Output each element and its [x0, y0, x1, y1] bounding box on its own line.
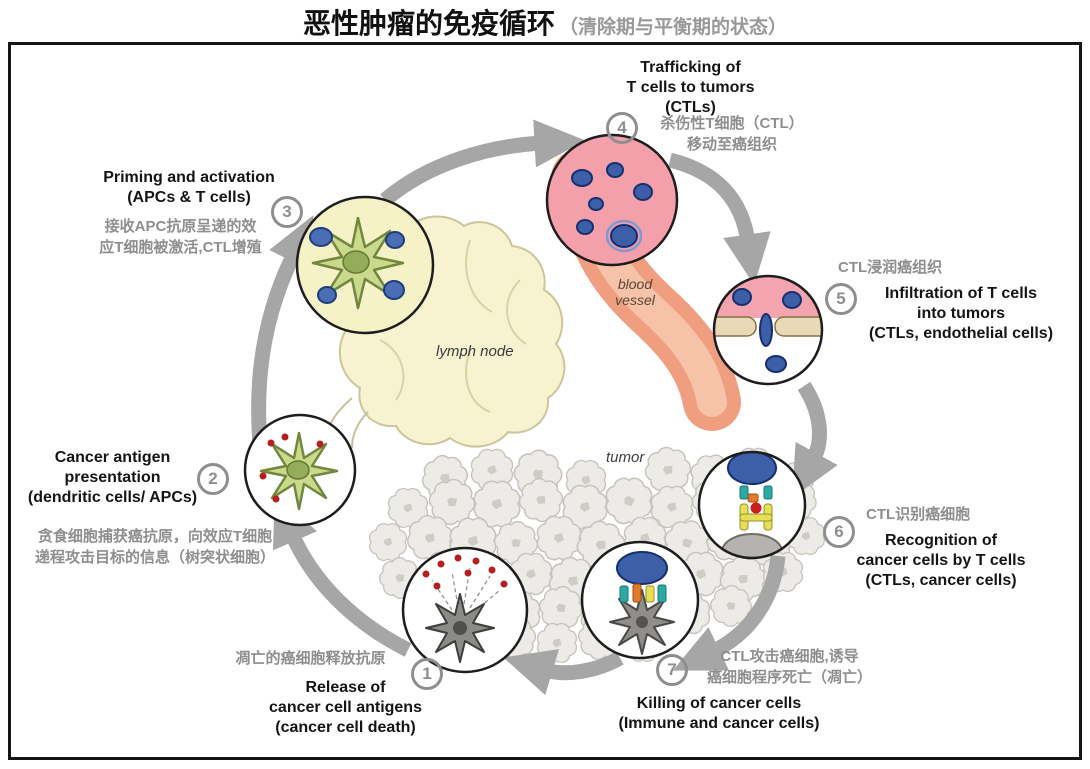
- step7-caption-zh: CTL攻击癌细胞,诱导 癌细胞程序死亡（凋亡）: [697, 646, 882, 688]
- text-line: into tumors: [917, 305, 1005, 322]
- text-line: (CTLs): [665, 99, 716, 116]
- t-cell-icon: [732, 288, 802, 373]
- antigen-dot-icon: [422, 554, 508, 590]
- step3-inset-circle: [295, 195, 435, 335]
- t-cell-icon: [616, 551, 668, 585]
- text-line: (APCs & T cells): [127, 189, 251, 206]
- step1-number: 1: [411, 658, 443, 690]
- text-line: Recognition of: [885, 532, 997, 549]
- blood-vessel-label: blood vessel: [600, 276, 670, 308]
- page-title: 恶性肿瘤的免疫循环（清除期与平衡期的状态）: [0, 2, 1090, 42]
- arrow-step5-to-step6: [792, 381, 838, 499]
- t-cell-icon: [309, 227, 405, 304]
- step7-label-en: Killing of cancer cells (Immune and canc…: [608, 694, 830, 734]
- step7-number: 7: [656, 654, 688, 686]
- arrow-step4-to-step5: [668, 152, 771, 286]
- text-line: (dendritic cells/ APCs): [27, 489, 198, 506]
- step7-inset-circle: [580, 540, 700, 660]
- text-line: Cancer antigen: [54, 449, 171, 466]
- step6-number: 6: [823, 516, 855, 548]
- t-cell-icon: [727, 452, 777, 485]
- text-line: 递程攻击目标的信息（树突状细胞）: [34, 549, 275, 566]
- receptor-complex-icon: [739, 485, 773, 531]
- text-line: 凋亡的癌细胞释放抗原: [235, 650, 386, 667]
- step2-inset-circle: [243, 413, 357, 527]
- text-line: presentation: [64, 469, 161, 486]
- text-line: Infiltration of T cells: [884, 285, 1037, 302]
- text-line: 接收APC抗原呈递的效: [104, 218, 257, 235]
- text-line: Priming and activation: [103, 169, 275, 186]
- text-line: (Immune and cancer cells): [618, 715, 820, 732]
- step5-number: 5: [825, 283, 857, 315]
- text-line: CTL攻击癌细胞,诱导: [720, 648, 859, 665]
- step6-inset-circle: [697, 450, 807, 560]
- step3-caption-zh: 接收APC抗原呈递的效 应T细胞被激活,CTL增殖: [78, 216, 283, 258]
- text-line: CTL浸润癌组织: [838, 259, 943, 276]
- page-title-main: 恶性肿瘤的免疫循环: [302, 8, 555, 39]
- step3-label-en: Priming and activation (APCs & T cells): [83, 168, 295, 208]
- antigen-dot-icon: [259, 433, 324, 503]
- text-line: cancer cells by T cells: [856, 552, 1026, 569]
- text-line: vessel: [615, 292, 655, 308]
- step2-number: 2: [197, 463, 229, 495]
- step4-inset-circle: [545, 133, 679, 267]
- text-line: 癌细胞程序死亡（凋亡）: [706, 669, 872, 686]
- arrow-step1-to-step2: [272, 494, 412, 657]
- text-line: 移动至癌组织: [686, 136, 777, 153]
- text-line: T cells to tumors: [626, 79, 755, 96]
- step6-label-en: Recognition of cancer cells by T cells (…: [836, 531, 1046, 591]
- t-cell-icon: [571, 162, 653, 248]
- text-line: cancer cell antigens: [269, 699, 422, 716]
- step2-caption-zh: 贪食细胞捕获癌抗原，向效应T细胞 递程攻击目标的信息（树突状细胞）: [10, 526, 300, 568]
- tumor-label: tumor: [606, 449, 645, 466]
- arrow-step6-to-step7: [672, 555, 786, 671]
- step6-caption-zh: CTL识别癌细胞: [866, 504, 970, 525]
- step5-label-en: Infiltration of T cells into tumors (CTL…: [856, 284, 1066, 344]
- antigen-dot-icon: [750, 502, 762, 514]
- text-line: Trafficking of: [640, 59, 741, 76]
- step5-caption-zh: CTL浸润癌组织: [838, 257, 942, 278]
- lymph-node-label: lymph node: [436, 343, 514, 360]
- text-line: 贪食细胞捕获癌抗原，向效应T细胞: [37, 528, 273, 545]
- text-line: 杀伤性T细胞（CTL）: [660, 115, 804, 132]
- receptor-complex-icon: [619, 583, 667, 603]
- arrow-step3-to-step4: [380, 119, 586, 206]
- step4-label-en: Trafficking of T cells to tumors (CTLs): [588, 58, 793, 118]
- step4-number: 4: [606, 112, 638, 144]
- endothelial-cell-icon: [714, 316, 822, 337]
- text-line: 应T细胞被激活,CTL增殖: [99, 239, 262, 256]
- text-line: (CTLs, endothelial cells): [868, 325, 1054, 342]
- arrow-step7-to-step1: [503, 649, 624, 696]
- step1-label-en: Release of cancer cell antigens (cancer …: [253, 678, 438, 738]
- text-line: CTL识别癌细胞: [866, 506, 971, 523]
- text-line: Release of: [305, 679, 386, 696]
- text-line: (CTLs, cancer cells): [865, 572, 1017, 589]
- text-line: Killing of cancer cells: [636, 695, 802, 712]
- text-line: (cancer cell death): [275, 719, 416, 736]
- step1-inset-circle: [401, 546, 529, 674]
- text-line: blood: [617, 276, 653, 292]
- step1-caption-zh: 凋亡的癌细胞释放抗原: [228, 648, 393, 669]
- step4-caption-zh: 杀伤性T细胞（CTL） 移动至癌组织: [642, 113, 822, 155]
- step2-label-en: Cancer antigen presentation (dendritic c…: [20, 448, 205, 508]
- page-title-sub: （清除期与平衡期的状态）: [559, 17, 788, 38]
